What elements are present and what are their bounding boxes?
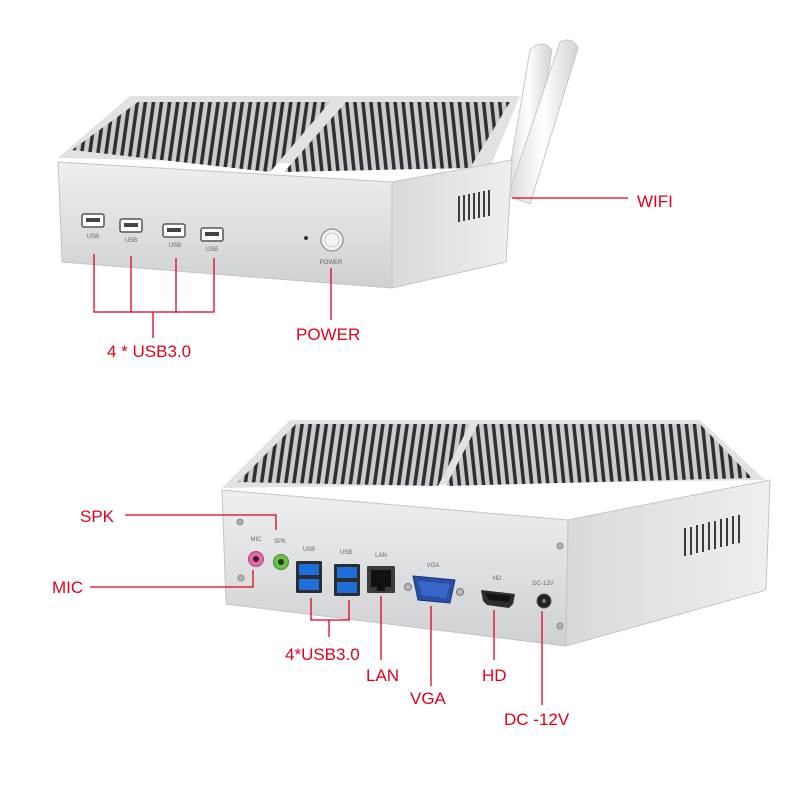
back-device: MIC SPK USB USB LAN [221, 420, 771, 647]
front-callout-lines [93, 197, 628, 338]
back-usb-callout: 4*USB3.0 [285, 645, 360, 664]
power-button-label: POWER [320, 260, 343, 266]
lan-port: LAN [367, 553, 395, 593]
mic-jack: MIC [248, 537, 264, 567]
back-usb-stack: USB [296, 547, 322, 593]
front-usb-port: USB [200, 227, 224, 253]
front-usb-callout: 4 * USB3.0 [107, 342, 192, 361]
vga-callout: VGA [410, 689, 446, 708]
front-usb-port: USB [81, 213, 105, 240]
wifi-callout: WIFI [637, 192, 673, 211]
front-usb-port: USB [162, 223, 186, 249]
hd-callout: HD [482, 666, 507, 685]
usb-port-label: USB [303, 547, 315, 553]
spk-jack: SPK [273, 539, 289, 570]
status-led-icon [304, 236, 308, 240]
dc-jack-label: DC-12V [532, 581, 553, 587]
front-usb-port: USB [119, 218, 143, 244]
mic-jack-label: MIC [251, 537, 263, 543]
usb-port-label: USB [340, 550, 352, 556]
vga-port: VGA [404, 563, 464, 604]
usb-port-label: USB [206, 247, 218, 253]
usb-port-label: USB [169, 243, 181, 249]
back-heatsink [238, 424, 470, 486]
front-device: USB USB USB USB POWER [57, 39, 579, 289]
screw-icon [237, 574, 245, 582]
power-button [320, 228, 344, 252]
back-usb-stack: USB [334, 550, 360, 596]
antenna-icon [507, 39, 579, 205]
front-panel [57, 161, 393, 289]
dc-callout: DC -12V [504, 710, 570, 729]
mic-callout: MIC [52, 578, 84, 597]
lan-callout: LAN [366, 666, 400, 685]
back-callout-lines [90, 514, 543, 705]
spk-jack-label: SPK [274, 539, 286, 545]
hd-port: HD [481, 576, 515, 608]
vga-port-label: VGA [427, 563, 440, 569]
screw-icon [556, 542, 564, 550]
screw-icon [556, 622, 564, 630]
antenna-icon [504, 43, 553, 199]
side-vent [684, 515, 740, 556]
usb-port-label: USB [87, 234, 99, 240]
dc-jack: DC-12V [532, 581, 554, 609]
spk-callout: SPK [80, 507, 115, 526]
usb-port-label: USB [125, 238, 137, 244]
power-callout: POWER [296, 325, 361, 344]
front-heatsink [72, 102, 330, 172]
lan-port-label: LAN [375, 553, 387, 559]
screw-icon [236, 518, 244, 526]
side-vent [458, 190, 490, 222]
hd-port-label: HD [493, 576, 502, 582]
